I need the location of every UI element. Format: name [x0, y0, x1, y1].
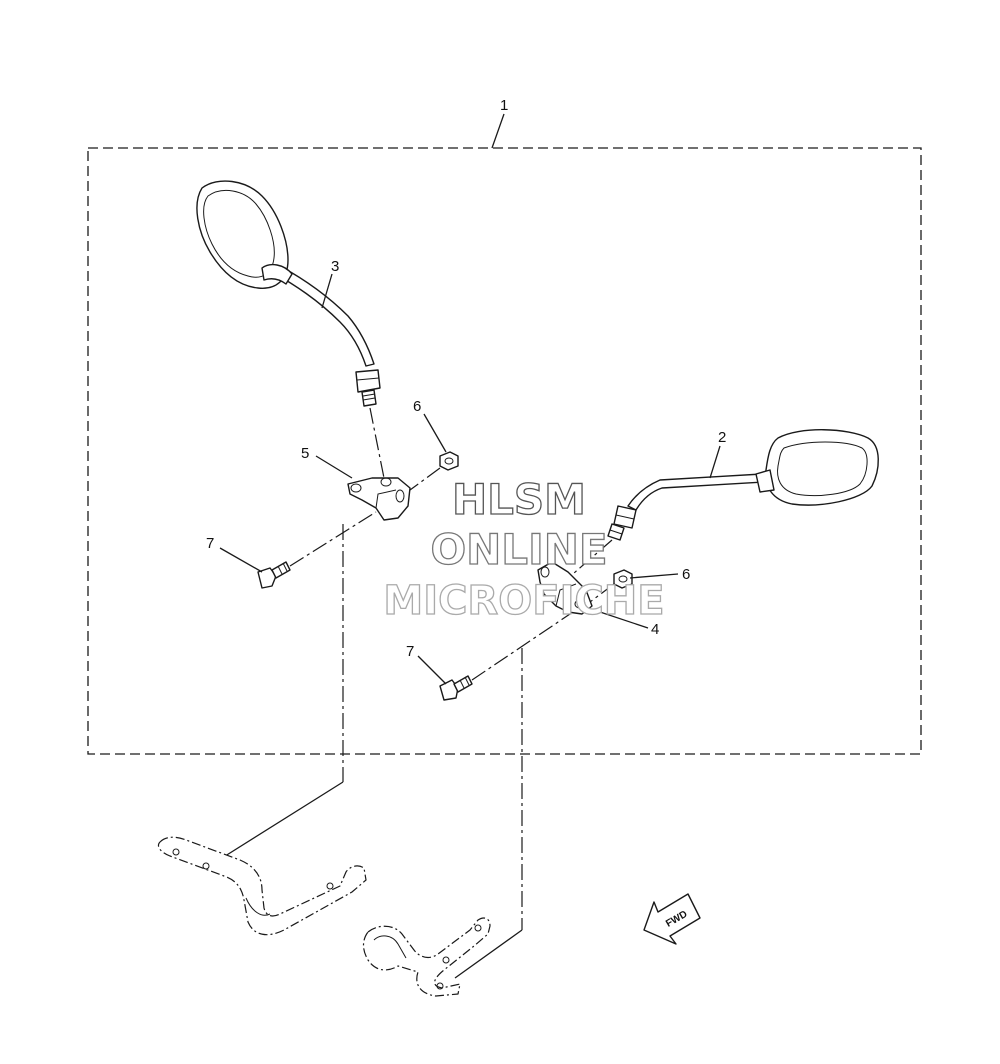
right-bracket[interactable] [537, 561, 593, 615]
callout-6-left-nut[interactable]: 6 [413, 398, 421, 415]
callout-7-right-bolt[interactable]: 7 [406, 643, 414, 660]
watermark: HLSM ONLINE MICROFICHE [383, 474, 666, 624]
right-handlebar-phantom [362, 917, 491, 997]
left-bracket[interactable] [347, 477, 411, 521]
watermark-line-1: HLSM [452, 475, 586, 524]
left-bolt[interactable] [257, 561, 291, 589]
callout-4-right-bracket[interactable]: 4 [651, 621, 659, 638]
right-bolt[interactable] [439, 675, 473, 701]
fwd-direction-arrow: FWD [643, 893, 701, 945]
callout-5-left-bracket[interactable]: 5 [301, 445, 309, 462]
watermark-line-2: ONLINE [430, 525, 607, 574]
callout-7-left-bolt[interactable]: 7 [206, 535, 214, 552]
left-nut[interactable] [439, 451, 459, 471]
callout-6-right-nut[interactable]: 6 [682, 566, 690, 583]
right-mirror[interactable] [607, 429, 879, 541]
callout-1-kit[interactable]: 1 [500, 97, 508, 114]
kit-boundary [87, 147, 922, 755]
watermark-line-3: MICROFICHE [383, 578, 664, 624]
callout-2-right-mirror[interactable]: 2 [718, 429, 726, 446]
left-handlebar-phantom [157, 836, 367, 936]
callout-3-left-mirror[interactable]: 3 [331, 258, 339, 275]
left-mirror[interactable] [196, 180, 381, 407]
